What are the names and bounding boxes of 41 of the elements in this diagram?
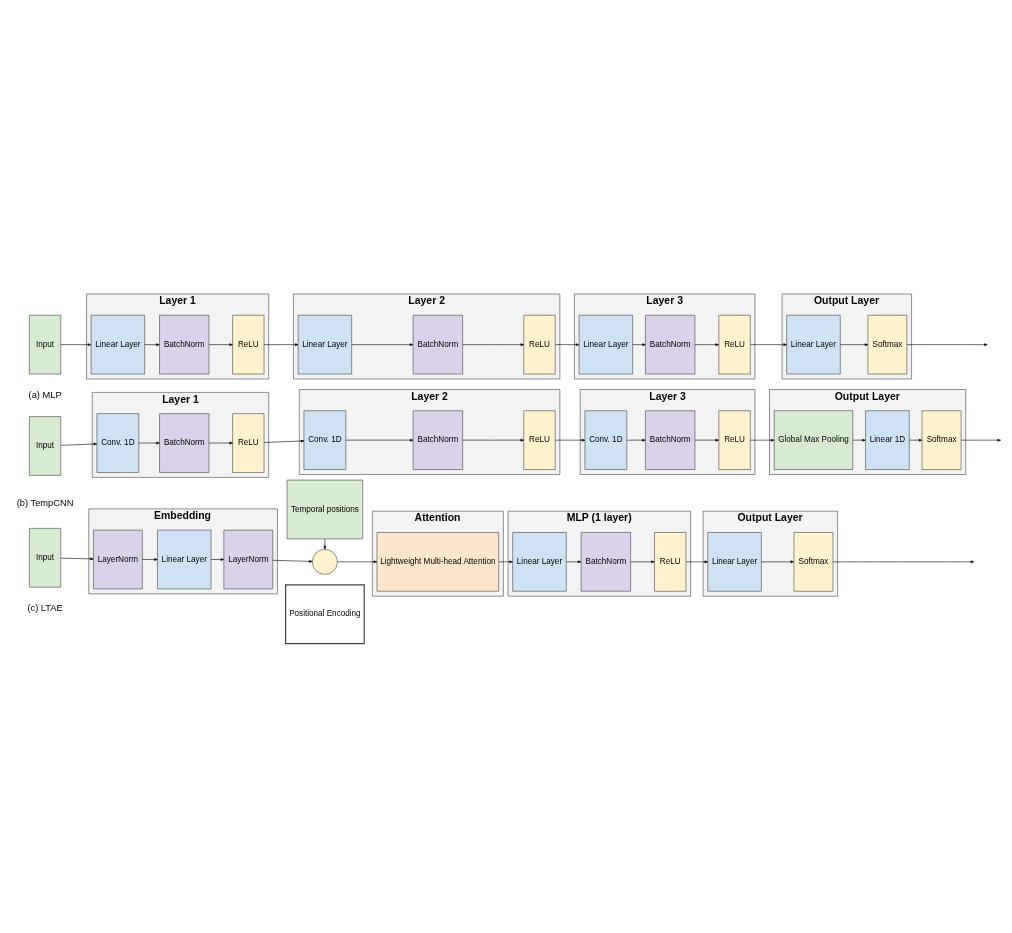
arrow bbox=[323, 538, 326, 550]
arrow bbox=[210, 558, 224, 561]
arrow bbox=[760, 560, 794, 564]
arrow bbox=[60, 442, 97, 446]
arrow bbox=[208, 343, 233, 346]
arrow bbox=[554, 438, 585, 442]
arrow bbox=[263, 439, 304, 443]
arrow bbox=[263, 343, 298, 346]
arrow bbox=[565, 560, 581, 564]
arrow bbox=[461, 343, 524, 346]
arrow bbox=[626, 438, 646, 442]
arrow bbox=[749, 438, 774, 442]
node-circle bbox=[311, 549, 338, 575]
arrow bbox=[694, 343, 719, 346]
arrow bbox=[272, 560, 313, 563]
arrow bbox=[906, 343, 988, 346]
arrow bbox=[749, 343, 787, 346]
label: (a) MLP bbox=[28, 389, 62, 400]
arrow bbox=[336, 560, 377, 564]
arrow bbox=[832, 560, 974, 564]
arrow bbox=[694, 438, 719, 442]
arrow bbox=[960, 438, 1001, 442]
arrow bbox=[839, 343, 868, 346]
arrow bbox=[852, 438, 866, 442]
arrow bbox=[208, 441, 233, 445]
arrow bbox=[908, 438, 922, 442]
label: (c) LTAE bbox=[26, 602, 63, 613]
arrow bbox=[631, 343, 646, 346]
arrow bbox=[141, 558, 158, 561]
arrow bbox=[498, 560, 513, 564]
arrow bbox=[461, 438, 524, 442]
arrow bbox=[350, 343, 413, 346]
arrow bbox=[629, 560, 655, 564]
label: (b) TempCNN bbox=[16, 497, 73, 508]
arrow bbox=[685, 560, 708, 564]
arrow bbox=[345, 438, 413, 442]
arrow bbox=[138, 441, 160, 445]
arrow bbox=[60, 557, 94, 561]
arrow bbox=[60, 343, 91, 346]
arrow bbox=[554, 343, 579, 346]
arrow bbox=[144, 343, 160, 346]
